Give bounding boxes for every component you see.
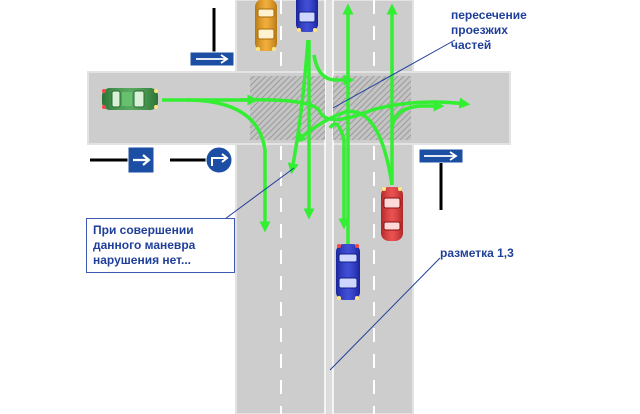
- crossing-zone-right: [333, 76, 411, 140]
- arrow-median-u-turn: [328, 122, 350, 230]
- movement-arrows: [162, 3, 471, 250]
- exit-to-one-way-road-sign-icon: [170, 146, 233, 174]
- one-way-right-sign-top-left-icon: [189, 8, 235, 67]
- leader-marking: [329, 257, 441, 371]
- cars: [102, 0, 403, 300]
- leader-intersection: [332, 39, 456, 109]
- red-car-icon: [381, 187, 403, 241]
- green-car-icon: [102, 88, 158, 110]
- arrow-orange-car-left-turn: [287, 39, 310, 175]
- blue-car-bottom-icon: [336, 244, 360, 300]
- one-way-right-sign-left-icon: [90, 146, 155, 174]
- arrow-red-car-right: [390, 100, 445, 129]
- one-way-right-sign-right-icon: [418, 148, 464, 210]
- arrow-green-car-right: [185, 98, 271, 233]
- maneuver-note-label: При совершении данного маневра нарушения…: [86, 218, 235, 273]
- intersection-label: пересечение проезжих частей: [451, 8, 527, 52]
- arrow-crossing-through: [239, 97, 471, 122]
- blue-car-top-icon: [296, 0, 318, 32]
- arrow-blue-car-left: [312, 54, 355, 86]
- road-signs: [90, 8, 464, 210]
- marking-label: разметка 1,3: [440, 246, 514, 260]
- roads: [87, 0, 511, 414]
- orange-car-icon: [255, 0, 277, 51]
- median-strip: [325, 0, 333, 414]
